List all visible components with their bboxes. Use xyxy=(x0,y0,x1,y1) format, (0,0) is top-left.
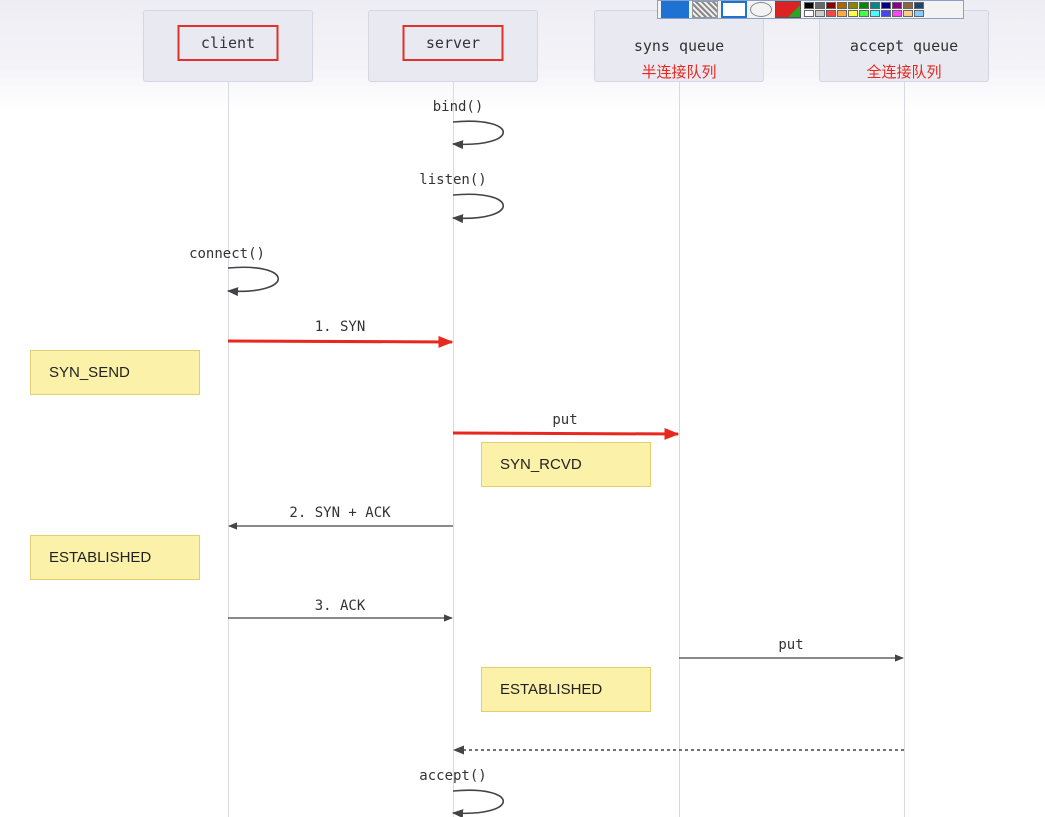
participant-client-label: client xyxy=(177,25,279,61)
syn-label: 1. SYN xyxy=(314,319,366,335)
participant-accept-queue-label: accept queue xyxy=(849,37,959,55)
participant-client: client xyxy=(143,10,313,82)
rectangle-tool-icon[interactable] xyxy=(721,1,747,18)
bind-self-arrow xyxy=(451,120,504,150)
state-server-established: ESTABLISHED xyxy=(481,667,651,712)
put-syns-label: put xyxy=(552,412,578,428)
lifeline-accept-queue xyxy=(904,82,905,817)
synack-label: 2. SYN + ACK xyxy=(289,505,391,521)
put-accept-label: put xyxy=(778,637,804,653)
state-syn-send: SYN_SEND xyxy=(30,350,200,395)
state-client-established: ESTABLISHED xyxy=(30,535,200,580)
participant-server-label: server xyxy=(402,25,504,61)
drawing-palette[interactable] xyxy=(657,0,964,19)
ellipse-tool-icon[interactable] xyxy=(750,2,772,17)
participant-server: server xyxy=(368,10,538,82)
color-swatches[interactable] xyxy=(804,2,924,17)
listen-label: listen() xyxy=(419,172,487,188)
lifeline-syns-queue xyxy=(679,82,680,817)
connect-label: connect() xyxy=(189,246,265,262)
syn-arrow xyxy=(227,335,454,348)
accept-label: accept() xyxy=(419,768,487,784)
ack-label: 3. ACK xyxy=(314,598,366,614)
participant-accept-queue: accept queue 全连接队列 xyxy=(819,10,989,82)
hatch-fill-icon[interactable] xyxy=(692,1,718,18)
accept-self-arrow xyxy=(451,789,504,817)
participant-syns-queue-sublabel: 半连接队列 xyxy=(641,63,717,81)
lifeline-client xyxy=(228,82,229,817)
participant-syns-queue-label: syns queue xyxy=(633,37,725,55)
color-picker-icon[interactable] xyxy=(775,1,801,18)
put-syns-arrow xyxy=(452,427,680,440)
bind-label: bind() xyxy=(432,99,484,115)
listen-self-arrow xyxy=(451,193,504,224)
lifeline-server xyxy=(453,82,454,817)
pointer-tool-icon[interactable] xyxy=(661,1,689,18)
state-syn-rcvd: SYN_RCVD xyxy=(481,442,651,487)
connect-self-arrow xyxy=(226,266,279,297)
participant-syns-queue: syns queue 半连接队列 xyxy=(594,10,764,82)
participant-accept-queue-sublabel: 全连接队列 xyxy=(866,63,942,81)
